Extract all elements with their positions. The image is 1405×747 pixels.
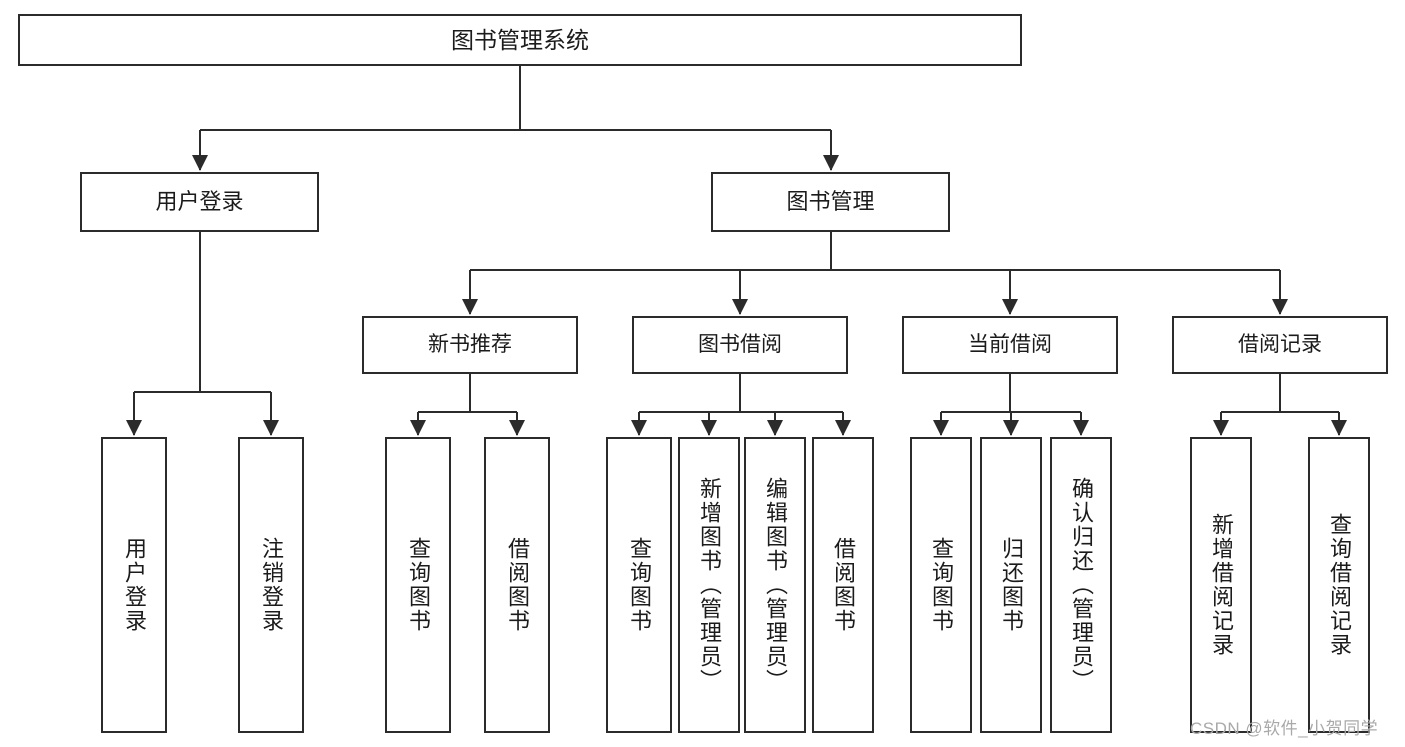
connector-vertical (1279, 374, 1281, 412)
arrowhead-icon (191, 155, 208, 171)
connector-vertical (133, 392, 135, 435)
arrowhead-icon (822, 155, 839, 171)
arrowhead-icon (1003, 420, 1019, 436)
node-label: 用户登录 (122, 537, 147, 633)
leaf-borrow-book[interactable]: 借阅图书 (812, 437, 874, 733)
arrowhead-icon (631, 420, 647, 436)
node-book-management[interactable]: 图书管理 (711, 172, 950, 232)
arrowhead-icon (410, 420, 426, 436)
connector-vertical (739, 270, 741, 314)
connector-vertical (270, 392, 272, 435)
connector-vertical (469, 270, 471, 314)
connector-vertical (1279, 270, 1281, 314)
leaf-query-borrow-record[interactable]: 查询借阅记录 (1308, 437, 1370, 733)
leaf-query-book-recommend[interactable]: 查询图书 (385, 437, 451, 733)
leaf-logout[interactable]: 注销登录 (238, 437, 304, 733)
node-label: 借阅记录 (1238, 332, 1322, 356)
arrowhead-icon (732, 299, 748, 315)
arrowhead-icon (263, 420, 279, 436)
arrowhead-icon (933, 420, 949, 436)
leaf-confirm-return-admin[interactable]: 确认归还（管理员） (1050, 437, 1112, 733)
node-label: 新增借阅记录 (1209, 513, 1234, 657)
node-label: 借阅图书 (505, 537, 530, 633)
node-label: 查询借阅记录 (1327, 513, 1352, 657)
node-label: 编辑图书（管理员） (763, 477, 788, 693)
watermark: CSDN @软件_小贺同学 (1190, 719, 1379, 738)
arrowhead-icon (1331, 420, 1347, 436)
arrowhead-icon (126, 420, 142, 436)
arrowhead-icon (509, 420, 525, 436)
node-label: 当前借阅 (968, 332, 1052, 356)
arrowhead-icon (462, 299, 478, 315)
arrowhead-icon (701, 420, 717, 436)
node-label: 图书管理系统 (451, 26, 589, 53)
leaf-query-book-borrow[interactable]: 查询图书 (606, 437, 672, 733)
leaf-add-borrow-record[interactable]: 新增借阅记录 (1190, 437, 1252, 733)
leaf-return-book[interactable]: 归还图书 (980, 437, 1042, 733)
node-borrow-record[interactable]: 借阅记录 (1172, 316, 1388, 374)
connector-vertical (198, 232, 201, 392)
node-label: 新书推荐 (428, 332, 512, 356)
connector-vertical (198, 130, 201, 170)
arrowhead-icon (767, 420, 783, 436)
node-label: 注销登录 (259, 537, 284, 633)
connector-vertical (469, 374, 471, 412)
node-label: 查询图书 (406, 537, 431, 633)
connector-horizontal (639, 411, 843, 413)
arrowhead-icon (1073, 420, 1089, 436)
node-label: 借阅图书 (831, 537, 856, 633)
connector-horizontal (418, 411, 517, 413)
connector-vertical (829, 130, 832, 170)
node-label: 新增图书（管理员） (697, 477, 722, 693)
connector-horizontal (1221, 411, 1339, 413)
node-user-login[interactable]: 用户登录 (80, 172, 319, 232)
node-book-borrow[interactable]: 图书借阅 (632, 316, 848, 374)
connector-vertical (519, 66, 521, 130)
node-label: 查询图书 (929, 537, 954, 633)
connector-vertical (739, 374, 741, 412)
connector-vertical (1009, 270, 1011, 314)
leaf-query-book-current[interactable]: 查询图书 (910, 437, 972, 733)
arrowhead-icon (835, 420, 851, 436)
node-label: 归还图书 (999, 537, 1024, 633)
connector-vertical (1009, 374, 1011, 412)
node-root[interactable]: 图书管理系统 (18, 14, 1022, 66)
node-label: 查询图书 (627, 537, 652, 633)
leaf-edit-book-admin[interactable]: 编辑图书（管理员） (744, 437, 806, 733)
node-label: 用户登录 (155, 189, 244, 215)
node-new-book-recommend[interactable]: 新书推荐 (362, 316, 578, 374)
connector-horizontal (199, 129, 831, 131)
connector-horizontal (134, 391, 271, 393)
node-label: 图书借阅 (698, 332, 782, 356)
connector-horizontal (470, 269, 1280, 271)
node-label: 确认归还（管理员） (1069, 477, 1094, 693)
leaf-borrow-book-recommend[interactable]: 借阅图书 (484, 437, 550, 733)
connector-vertical (829, 232, 832, 270)
leaf-user-login[interactable]: 用户登录 (101, 437, 167, 733)
arrowhead-icon (1002, 299, 1018, 315)
arrowhead-icon (1213, 420, 1229, 436)
node-current-borrow[interactable]: 当前借阅 (902, 316, 1118, 374)
arrowhead-icon (1272, 299, 1288, 315)
leaf-add-book-admin[interactable]: 新增图书（管理员） (678, 437, 740, 733)
node-label: 图书管理 (786, 189, 875, 215)
